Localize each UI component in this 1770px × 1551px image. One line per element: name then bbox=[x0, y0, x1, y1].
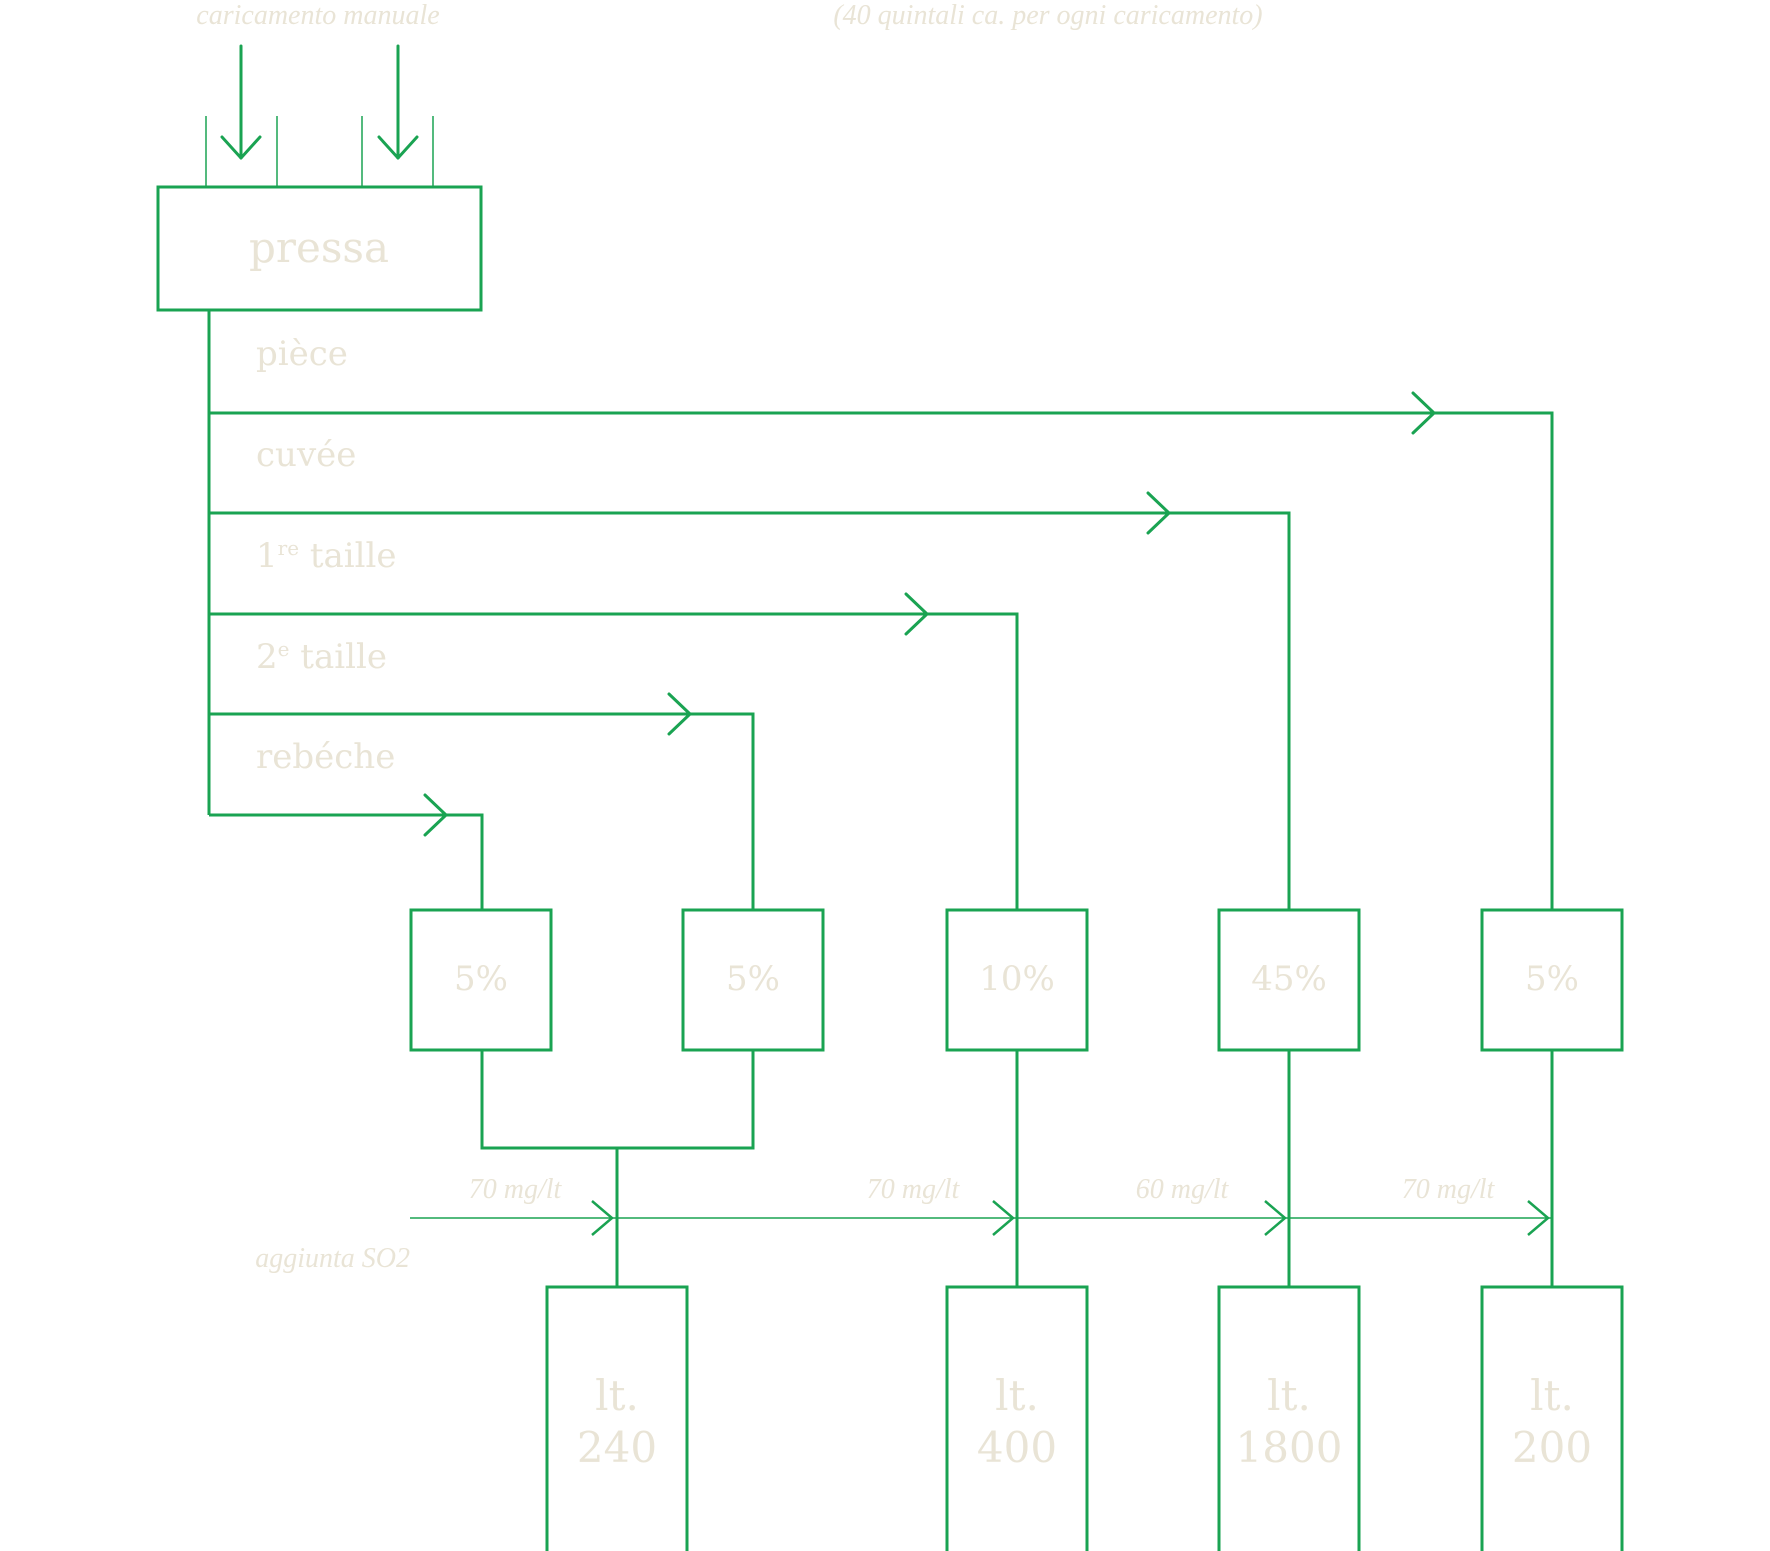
fraction-label-1re-taille: 1re taille bbox=[256, 536, 397, 576]
so2-dose-tank-200: 70 mg/lt bbox=[1402, 1174, 1496, 1205]
input-chutes bbox=[205, 116, 434, 187]
branch-rebeche bbox=[209, 793, 484, 910]
tank-200-line1: lt. bbox=[1530, 1371, 1574, 1420]
so2-dose-tank-1800: 60 mg/lt bbox=[1136, 1174, 1230, 1205]
so2-label: aggiunta SO2 bbox=[255, 1243, 410, 1274]
tank-240-line1: lt. bbox=[595, 1371, 639, 1420]
branch-2e-taille bbox=[209, 692, 755, 910]
loading-label: caricamento manuale bbox=[196, 0, 439, 31]
percent-1re-taille: 10% bbox=[979, 959, 1055, 999]
so2-dose-tank-240: 70 mg/lt bbox=[469, 1174, 563, 1205]
press-box bbox=[156, 185, 483, 312]
branch-1re-taille bbox=[209, 592, 1019, 910]
tank-240 bbox=[545, 1285, 689, 1551]
tank-400 bbox=[945, 1285, 1089, 1551]
tank-1800-line2: 1800 bbox=[1236, 1423, 1343, 1472]
loading-note: (40 quintali ca. per ogni caricamento) bbox=[833, 0, 1262, 31]
tank-200-line2: 200 bbox=[1512, 1423, 1592, 1472]
tank-200 bbox=[1480, 1285, 1624, 1551]
input-arrow-left bbox=[220, 44, 262, 160]
fraction-label-cuvee: cuvée bbox=[256, 435, 356, 475]
tank-1800-line1: lt. bbox=[1267, 1371, 1311, 1420]
branch-cuvee bbox=[209, 491, 1291, 910]
fraction-label-2e-taille: 2e taille bbox=[256, 637, 387, 677]
percent-rebeche: 5% bbox=[454, 959, 508, 999]
so2-line bbox=[410, 1200, 1552, 1236]
tank-1800 bbox=[1217, 1285, 1361, 1551]
so2-dose-tank-400: 70 mg/lt bbox=[867, 1174, 961, 1205]
branch-piece bbox=[209, 391, 1554, 910]
percent-2e-taille: 5% bbox=[726, 959, 780, 999]
tank-400-line2: 400 bbox=[977, 1423, 1057, 1472]
percent-piece: 5% bbox=[1525, 959, 1579, 999]
percent-cuvee: 45% bbox=[1251, 959, 1327, 999]
merge-connector bbox=[480, 1050, 755, 1150]
fraction-label-rebeche: rebéche bbox=[256, 737, 395, 777]
tank-240-line2: 240 bbox=[577, 1423, 657, 1472]
tank-400-line1: lt. bbox=[995, 1371, 1039, 1420]
fraction-label-piece: pièce bbox=[256, 334, 348, 374]
press-label: pressa bbox=[249, 223, 389, 272]
input-arrow-right bbox=[377, 44, 419, 160]
